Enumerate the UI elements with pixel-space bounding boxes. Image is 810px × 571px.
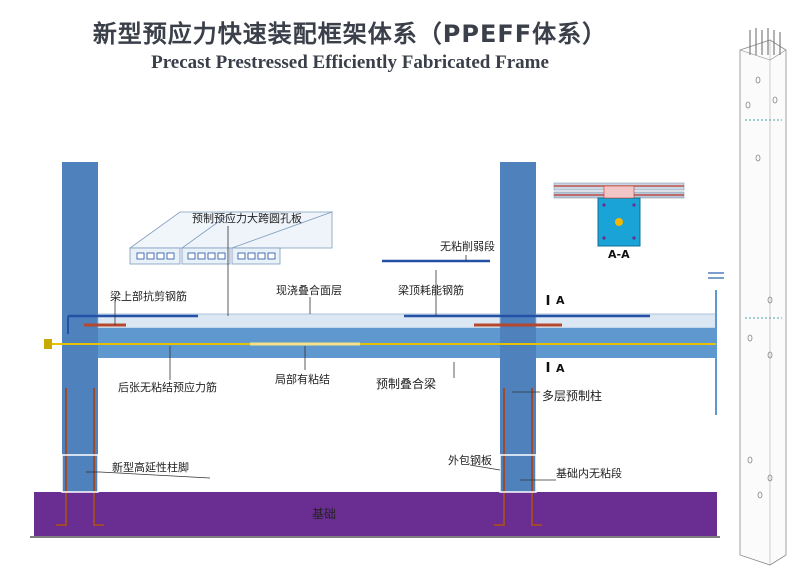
section-label-top: A (556, 294, 565, 307)
label-precast-beam: 预制叠合梁 (376, 376, 436, 391)
steel-jacket-middle (499, 454, 537, 493)
steel-jacket-left (61, 454, 99, 493)
label-post-tension-tendon: 后张无粘结预应力筋 (118, 380, 217, 394)
label-ductile-base: 新型高延性柱脚 (112, 460, 189, 474)
tendon-anchor (44, 339, 52, 349)
hollow-core-slab (128, 211, 334, 265)
base-rebars-middle (494, 388, 542, 526)
section-aa-detail (553, 182, 685, 247)
title-english: Precast Prestressed Efficiently Fabricat… (151, 52, 549, 73)
column-middle (500, 162, 536, 492)
slab-holes (136, 252, 276, 260)
label-steel-jacket: 外包钢板 (448, 453, 492, 467)
title-chinese: 新型预应力快速装配框架体系（PPEFF体系） (92, 20, 608, 48)
leader-lines (86, 226, 556, 481)
label-local-bonded: 局部有粘结 (275, 372, 330, 386)
beam-end-marker (708, 272, 724, 279)
label-hollow-slab: 预制预应力大跨圆孔板 (192, 211, 302, 225)
label-cast-topping: 现浇叠合面层 (276, 283, 342, 297)
section-aa-label: A-A (608, 248, 630, 261)
label-top-energy-rebar: 梁顶耗能钢筋 (398, 283, 464, 297)
label-multi-column: 多层预制柱 (542, 388, 602, 403)
section-label-bottom: A (556, 362, 565, 375)
label-foundation-unbonded: 基础内无粘段 (556, 466, 622, 480)
column-elevation-view (739, 28, 787, 566)
foundation-block (34, 492, 717, 536)
base-rebars-left (56, 388, 104, 526)
label-foundation: 基础 (312, 507, 336, 521)
label-top-shear-rebar: 梁上部抗剪钢筋 (110, 289, 187, 303)
label-unbonded-weakened: 无粘削弱段 (440, 239, 495, 253)
